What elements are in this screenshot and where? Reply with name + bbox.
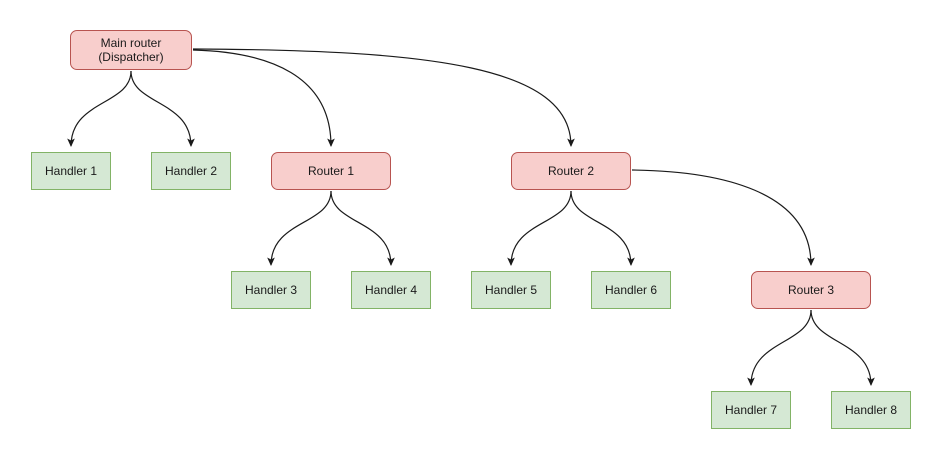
node-h5[interactable]: Handler 5 xyxy=(471,271,551,309)
node-label-h5: Handler 5 xyxy=(484,283,538,297)
node-label-h1: Handler 1 xyxy=(44,164,98,178)
node-h8[interactable]: Handler 8 xyxy=(831,391,911,429)
node-label-h2: Handler 2 xyxy=(164,164,218,178)
node-label-r1: Router 1 xyxy=(307,164,355,178)
node-h2[interactable]: Handler 2 xyxy=(151,152,231,190)
edge-main-h1 xyxy=(67,70,132,147)
edge-r3-h8 xyxy=(810,309,875,386)
node-r3[interactable]: Router 3 xyxy=(751,271,871,309)
edge-r2-h6 xyxy=(570,190,635,266)
edge-r2-h5 xyxy=(507,190,572,266)
node-h1[interactable]: Handler 1 xyxy=(31,152,111,190)
node-h3[interactable]: Handler 3 xyxy=(231,271,311,309)
node-label-h4: Handler 4 xyxy=(364,283,418,297)
edge-r3-h7 xyxy=(747,309,812,386)
node-label-h8: Handler 8 xyxy=(844,403,898,417)
node-label-r2: Router 2 xyxy=(547,164,595,178)
node-label-main: Main router (Dispatcher) xyxy=(98,36,164,64)
edge-r1-h3 xyxy=(267,190,332,266)
edge-r2-r3 xyxy=(631,169,815,266)
node-main[interactable]: Main router (Dispatcher) xyxy=(70,30,192,70)
edge-r1-h4 xyxy=(330,190,395,266)
node-label-h6: Handler 6 xyxy=(604,283,658,297)
node-r1[interactable]: Router 1 xyxy=(271,152,391,190)
node-h7[interactable]: Handler 7 xyxy=(711,391,791,429)
node-h6[interactable]: Handler 6 xyxy=(591,271,671,309)
edge-main-r2 xyxy=(192,48,575,147)
node-r2[interactable]: Router 2 xyxy=(511,152,631,190)
node-label-r3: Router 3 xyxy=(787,283,835,297)
node-h4[interactable]: Handler 4 xyxy=(351,271,431,309)
edge-main-h2 xyxy=(130,70,195,147)
edge-main-r1 xyxy=(192,49,335,147)
node-label-h3: Handler 3 xyxy=(244,283,298,297)
node-label-h7: Handler 7 xyxy=(724,403,778,417)
